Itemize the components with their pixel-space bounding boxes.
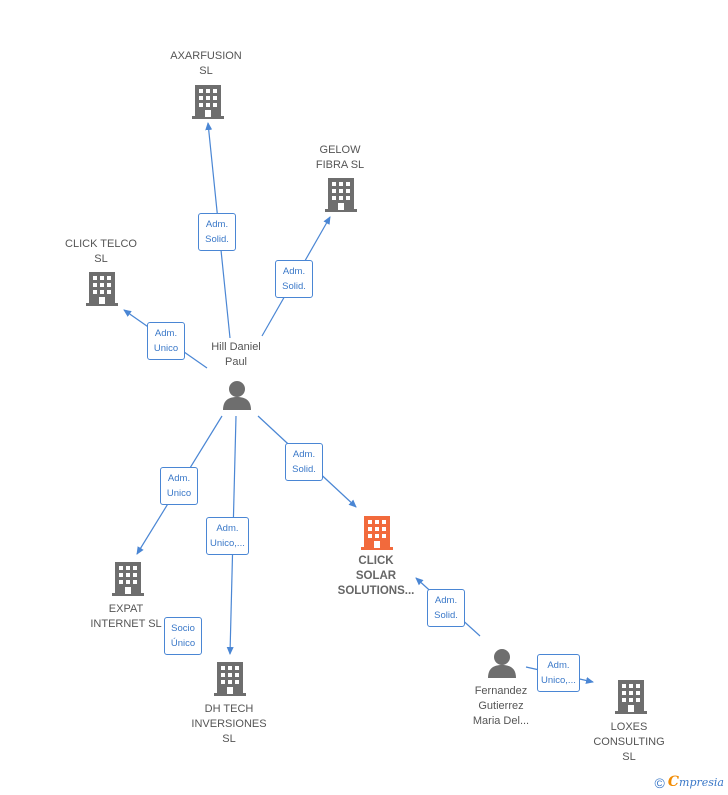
edge-label-hill-clicksolar[interactable]: Adm. Solid. bbox=[285, 443, 323, 481]
copyright-icon: © bbox=[654, 775, 665, 791]
hill-label[interactable]: Hill Daniel Paul bbox=[211, 341, 261, 368]
axarfusion-building-icon[interactable] bbox=[192, 85, 224, 119]
expat-building-icon[interactable] bbox=[112, 562, 144, 596]
edge-label-hill-axarfusion[interactable]: Adm. Solid. bbox=[198, 213, 236, 251]
edge-label-hill-gelow[interactable]: Adm. Solid. bbox=[275, 260, 313, 298]
edge-label-expat-dhtech[interactable]: Socio Único bbox=[164, 617, 202, 655]
fernandez-person-icon[interactable] bbox=[488, 649, 516, 678]
clicktelco-label[interactable]: CLICK TELCO SL bbox=[65, 238, 137, 265]
gelow-building-icon[interactable] bbox=[325, 178, 357, 212]
clicktelco-building-icon[interactable] bbox=[86, 272, 118, 306]
brand-logo: Cmpresia bbox=[667, 773, 724, 790]
loxes-building-icon[interactable] bbox=[615, 680, 647, 714]
dhtech-label[interactable]: DH TECH INVERSIONES SL bbox=[191, 703, 267, 745]
dhtech-building-icon[interactable] bbox=[214, 662, 246, 696]
loxes-label[interactable]: LOXES CONSULTING SL bbox=[593, 721, 665, 763]
clicksolar-label[interactable]: CLICK SOLAR SOLUTIONS... bbox=[337, 555, 415, 597]
gelow-label[interactable]: GELOW FIBRA SL bbox=[315, 144, 365, 171]
axarfusion-label[interactable]: AXARFUSION SL bbox=[170, 50, 242, 77]
edge-label-hill-dhtech[interactable]: Adm. Unico,... bbox=[206, 517, 249, 555]
hill-person-icon[interactable] bbox=[223, 381, 251, 410]
expat-label[interactable]: EXPAT INTERNET SL bbox=[90, 603, 162, 630]
edge-label-hill-clicktelco[interactable]: Adm. Unico bbox=[147, 322, 185, 360]
edge-label-hill-expat[interactable]: Adm. Unico bbox=[160, 467, 198, 505]
edge-label-fernandez-clicksolar[interactable]: Adm. Solid. bbox=[427, 589, 465, 627]
fernandez-label[interactable]: Fernandez Gutierrez Maria Del... bbox=[472, 685, 530, 727]
clicksolar-building-icon[interactable] bbox=[361, 516, 393, 550]
footer-brand[interactable]: © Cmpresia bbox=[654, 774, 724, 791]
edge-label-fernandez-loxes[interactable]: Adm. Unico,... bbox=[537, 654, 580, 692]
